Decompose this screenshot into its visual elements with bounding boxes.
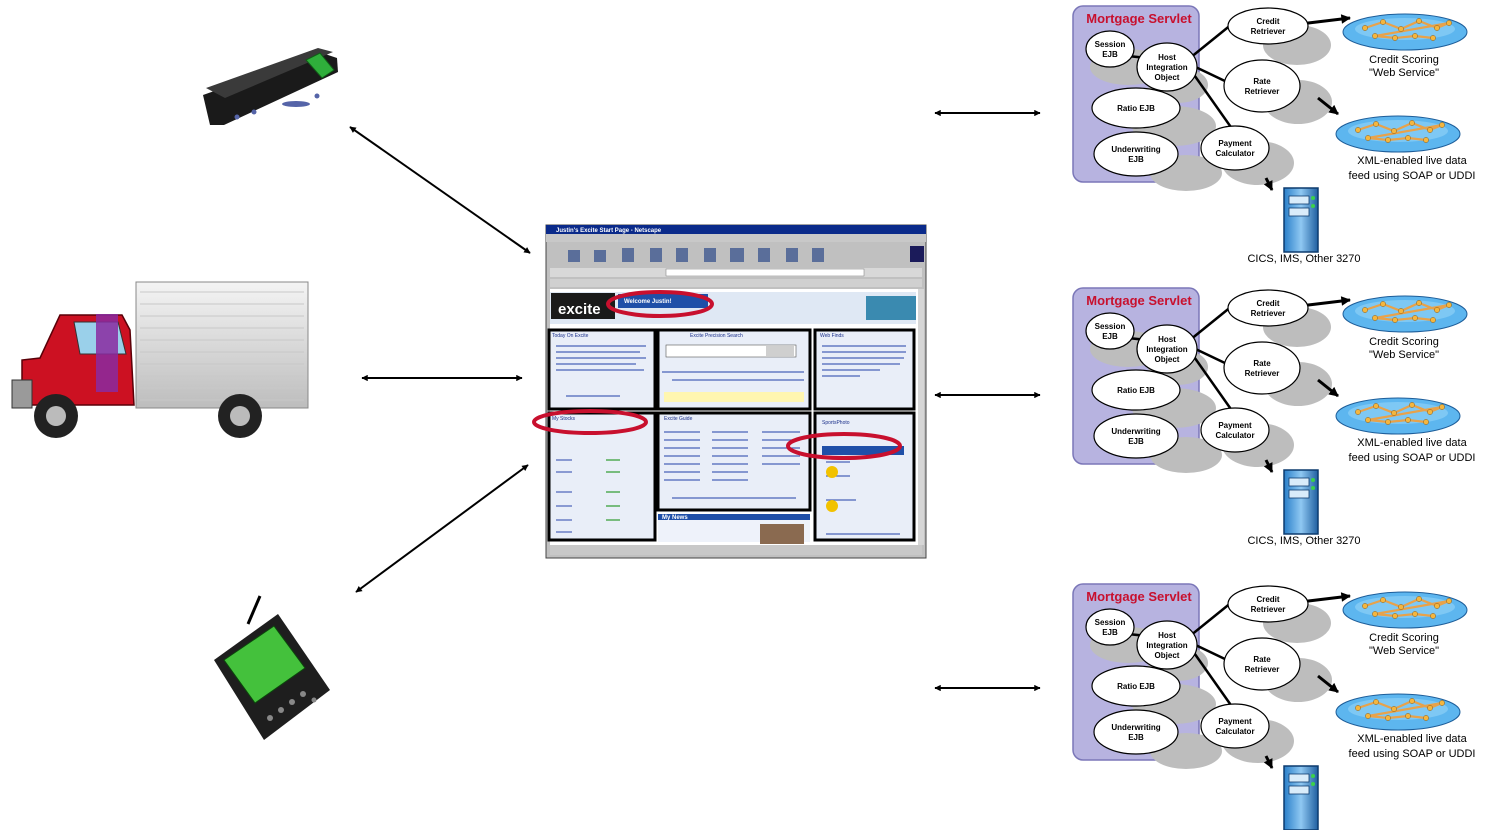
component-oval xyxy=(1085,312,1135,350)
xml-feed-label: XML-enabled live data xyxy=(1357,155,1467,167)
panel-title-stocks: My Stocks xyxy=(552,416,576,422)
component-label: Ratio EJB xyxy=(1117,682,1155,691)
pager-portal-arrow xyxy=(349,126,531,254)
delivery-truck-icon xyxy=(11,281,309,438)
portal-browser-window: Justin's Excite Start Page - Netscape ex… xyxy=(532,224,927,559)
highlight-stocks xyxy=(532,409,648,435)
panel-guide xyxy=(656,411,812,512)
component-oval xyxy=(1136,620,1198,670)
retriever-oval xyxy=(1223,341,1301,395)
retriever-oval xyxy=(1223,59,1301,113)
pager-icon xyxy=(203,48,338,125)
servlet-title: Mortgage Servlet xyxy=(1086,589,1192,604)
xml-feed-label: XML-enabled live data xyxy=(1357,437,1467,449)
xml-feed-label: feed using SOAP or UDDI xyxy=(1349,452,1476,464)
credit-scoring-label: "Web Service" xyxy=(1369,645,1439,657)
excite-logo: excite xyxy=(558,301,601,318)
component-oval xyxy=(1085,30,1135,68)
host-systems-label: CICS, IMS, Other 3270 xyxy=(1247,253,1360,265)
welcome-text: Welcome Justin! xyxy=(624,299,672,305)
browser-title: Justin's Excite Start Page - Netscape xyxy=(556,228,662,234)
retriever-oval xyxy=(1227,7,1309,45)
component-oval xyxy=(1091,369,1181,411)
credit-scoring-label: "Web Service" xyxy=(1369,67,1439,79)
mainframe-server-icon xyxy=(1283,765,1319,830)
credit-scoring-network-icon xyxy=(1342,13,1468,51)
xml-feed-label: XML-enabled live data xyxy=(1357,733,1467,745)
credit-scoring-label: "Web Service" xyxy=(1369,349,1439,361)
host-systems-label: CICS, IMS, Other 3270 xyxy=(1247,535,1360,547)
xml-feed-network-icon xyxy=(1335,115,1461,153)
xml-feed-label: feed using SOAP or UDDI xyxy=(1349,748,1476,760)
retriever-oval xyxy=(1200,703,1270,749)
panel-title-news: My News xyxy=(662,515,688,521)
panel-title-guide: Excite Guide xyxy=(664,416,693,422)
component-label: Ratio EJB xyxy=(1117,386,1155,395)
component-oval xyxy=(1136,324,1198,374)
servlet-title: Mortgage Servlet xyxy=(1086,293,1192,308)
retriever-oval xyxy=(1200,125,1270,171)
pda-portal-arrow xyxy=(355,464,529,593)
servlet-title: Mortgage Servlet xyxy=(1086,11,1192,26)
xml-feed-network-icon xyxy=(1335,397,1461,435)
component-oval xyxy=(1085,608,1135,646)
portal-servlet-arrows xyxy=(934,109,1041,692)
component-oval xyxy=(1093,413,1179,459)
highlight-weather xyxy=(786,432,902,460)
panel-title-weather: SportsPhoto xyxy=(822,420,850,426)
retriever-oval xyxy=(1223,637,1301,691)
xml-feed-label: feed using SOAP or UDDI xyxy=(1349,170,1476,182)
device-connection-arrows xyxy=(349,126,531,593)
credit-scoring-label: Credit Scoring xyxy=(1369,54,1439,66)
panel-title-today: Today On Excite xyxy=(552,333,589,339)
credit-scoring-label: Credit Scoring xyxy=(1369,632,1439,644)
retriever-oval xyxy=(1227,585,1309,623)
retriever-oval xyxy=(1200,407,1270,453)
panel-title-webfinds: Web Finds xyxy=(820,333,844,339)
credit-scoring-network-icon xyxy=(1342,591,1468,629)
xml-feed-network-icon xyxy=(1335,693,1461,731)
component-oval xyxy=(1091,665,1181,707)
retriever-oval xyxy=(1227,289,1309,327)
component-oval xyxy=(1093,131,1179,177)
component-label: Ratio EJB xyxy=(1117,104,1155,113)
component-oval xyxy=(1136,42,1198,92)
credit-scoring-network-icon xyxy=(1342,295,1468,333)
component-oval xyxy=(1091,87,1181,129)
panel-title-search: Excite Precision Search xyxy=(690,333,743,339)
component-oval xyxy=(1093,709,1179,755)
highlight-welcome xyxy=(606,290,714,318)
mainframe-server-icon xyxy=(1283,187,1319,253)
mainframe-server-icon xyxy=(1283,469,1319,535)
credit-scoring-label: Credit Scoring xyxy=(1369,336,1439,348)
pda-phone-icon xyxy=(214,595,330,740)
